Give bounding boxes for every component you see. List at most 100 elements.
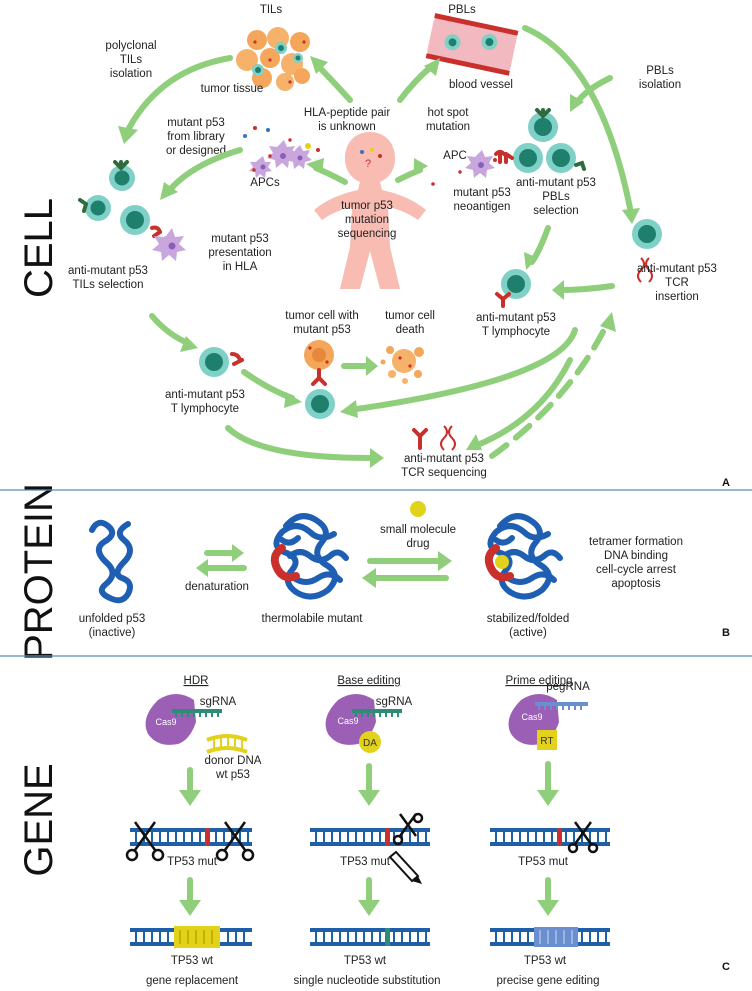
donor-dna-icon bbox=[206, 734, 248, 754]
hdr-result-label: gene replacement bbox=[146, 975, 239, 987]
label-active: (active) bbox=[509, 627, 547, 639]
label-pbl-sel-3: selection bbox=[533, 205, 578, 217]
base-editing-title: Base editing bbox=[337, 675, 400, 687]
scissors-icon bbox=[125, 821, 165, 862]
label-tils: TILs bbox=[260, 4, 283, 16]
label-apc: APC bbox=[443, 150, 467, 162]
label-polyclonal-2: TILs bbox=[120, 54, 143, 66]
tcr-receptor-left-icon bbox=[230, 352, 244, 366]
base-result-label: single nucleotide substitution bbox=[293, 975, 440, 987]
scissors-icon bbox=[215, 821, 255, 862]
small-molecule-drug-icon bbox=[410, 501, 426, 517]
label-neo-2: neoantigen bbox=[454, 201, 511, 213]
label-death-2: death bbox=[396, 324, 425, 336]
hdr-donor-label-1: donor DNA bbox=[205, 755, 262, 767]
label-drug-2: drug bbox=[406, 538, 429, 550]
label-polyclonal-1: polyclonal bbox=[105, 40, 156, 52]
panel-label-b: B bbox=[722, 627, 730, 639]
cas9-label: Cas9 bbox=[155, 717, 176, 727]
prime-guide-label: pegRNA bbox=[546, 681, 590, 693]
pencil-icon bbox=[388, 850, 422, 884]
label-til-sel-1: anti-mutant p53 bbox=[68, 265, 148, 277]
prime-mut-label: TP53 mut bbox=[518, 856, 569, 868]
label-unfolded-2: (inactive) bbox=[89, 627, 136, 639]
prime-editing-title: Prime editing bbox=[505, 675, 572, 687]
label-outcome-3: cell-cycle arrest bbox=[596, 564, 677, 576]
label-seq-2: mutation bbox=[345, 214, 389, 226]
label-library-1: mutant p53 bbox=[167, 117, 225, 129]
sgrna-icon bbox=[352, 709, 402, 717]
prime-editing-column: Prime editing Cas9 RT pegRNA bbox=[505, 675, 590, 750]
label-tumor-cell-1: tumor cell with bbox=[285, 310, 359, 322]
label-library-3: or designed bbox=[166, 145, 226, 157]
sgrna-icon bbox=[172, 709, 222, 717]
label-apcs: APCs bbox=[250, 177, 280, 189]
hdr-guide-label: sgRNA bbox=[200, 696, 237, 708]
label-tl-left-2: T lymphocyte bbox=[171, 403, 239, 415]
label-tl-left-1: anti-mutant p53 bbox=[165, 389, 245, 401]
label-tcr-seq-2: TCR sequencing bbox=[401, 467, 487, 479]
tcr-sequencing-dna-icon bbox=[440, 425, 456, 451]
pbl-cells-icon bbox=[504, 108, 586, 173]
denaturation-arrows bbox=[196, 544, 247, 577]
tumor-tissue-icon bbox=[236, 27, 310, 91]
killer-t-cell-icon bbox=[305, 389, 335, 419]
label-neo-1: mutant p53 bbox=[453, 187, 511, 199]
scissors-icon bbox=[567, 821, 599, 854]
base-wt-label: TP53 wt bbox=[344, 955, 387, 967]
dna-base-wt-icon bbox=[310, 928, 430, 946]
tumor-cell-icon bbox=[304, 340, 334, 386]
label-drug-1: small molecule bbox=[380, 524, 456, 536]
label-hot-spot-1: hot spot bbox=[428, 107, 470, 119]
label-outcome-2: DNA binding bbox=[604, 550, 668, 562]
label-presentation-1: mutant p53 bbox=[211, 233, 269, 245]
label-tl-right-1: anti-mutant p53 bbox=[476, 312, 556, 324]
label-outcome-4: apoptosis bbox=[611, 578, 660, 590]
cas9-protein-icon bbox=[145, 694, 196, 745]
label-pbl-sel-2: PBLs bbox=[542, 191, 570, 203]
label-tcr-seq-1: anti-mutant p53 bbox=[404, 453, 484, 465]
cas9-label: Cas9 bbox=[337, 716, 358, 726]
neoantigen-dot bbox=[431, 182, 435, 186]
patient-figure-icon bbox=[314, 132, 426, 289]
reverse-transcriptase-icon bbox=[537, 730, 557, 750]
hdr-title: HDR bbox=[184, 675, 209, 687]
apc-icon bbox=[458, 150, 506, 178]
label-polyclonal-3: isolation bbox=[110, 68, 152, 80]
deaminase-label: DA bbox=[363, 738, 377, 749]
dna-prime-wt-icon bbox=[490, 927, 610, 947]
tcr-recipient-cell-icon bbox=[632, 219, 662, 249]
cas9-label: Cas9 bbox=[521, 712, 542, 722]
label-tcr-ins-3: insertion bbox=[655, 291, 698, 303]
label-til-sel-2: TILs selection bbox=[73, 279, 144, 291]
label-outcome-1: tetramer formation bbox=[589, 536, 683, 548]
label-tl-right-2: T lymphocyte bbox=[482, 326, 550, 338]
section-title-protein: PROTEIN bbox=[17, 483, 61, 661]
unfolded-p53-icon bbox=[89, 519, 133, 604]
label-hla-unknown-1: HLA-peptide pair bbox=[304, 107, 390, 119]
scissors-icon bbox=[392, 812, 424, 846]
reverse-transcriptase-label: RT bbox=[540, 736, 553, 747]
section-title-gene: GENE bbox=[17, 763, 61, 876]
blood-vessel-icon bbox=[425, 13, 519, 76]
t-lymphocyte-left-icon bbox=[199, 347, 229, 377]
label-unfolded-1: unfolded p53 bbox=[79, 613, 146, 625]
base-editing-column: Base editing Cas9 DA sgRNA bbox=[325, 675, 413, 753]
tcr-receptor-right-icon bbox=[495, 292, 511, 308]
label-death-1: tumor cell bbox=[385, 310, 435, 322]
section-title-cell: CELL bbox=[17, 198, 61, 298]
label-seq-3: sequencing bbox=[338, 228, 397, 240]
apcs-icon bbox=[243, 126, 320, 178]
pegrna-icon bbox=[535, 702, 588, 710]
label-tcr-ins-1: anti-mutant p53 bbox=[637, 263, 717, 275]
panel-label-a: A bbox=[722, 477, 730, 489]
tcr-icon bbox=[412, 428, 428, 450]
label-tcr-ins-2: TCR bbox=[665, 277, 689, 289]
label-presentation-2: presentation bbox=[208, 247, 271, 259]
label-thermolabile: thermolabile mutant bbox=[262, 613, 364, 625]
label-pbls: PBLs bbox=[448, 4, 476, 16]
gene-flow-arrows bbox=[179, 761, 559, 916]
thermolabile-mutant-icon bbox=[270, 513, 349, 600]
cell-flow-arrows bbox=[118, 25, 640, 468]
